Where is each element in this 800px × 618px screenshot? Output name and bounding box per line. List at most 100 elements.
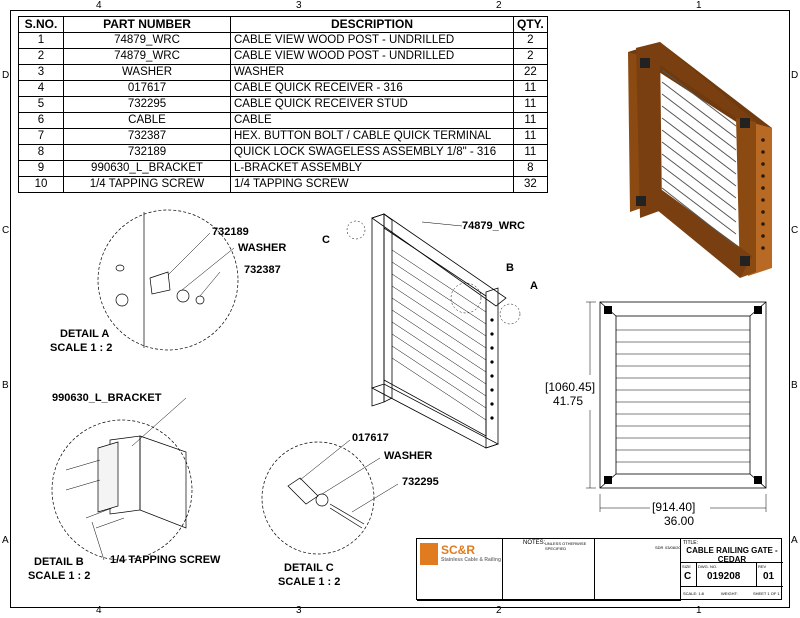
drawing-title: CABLE RAILING GATE - CEDAR: [686, 546, 778, 563]
dwg-no-label: DWG. NO.: [698, 564, 718, 569]
gate-isometric-view: [346, 213, 521, 449]
zone-bottom-1: 1: [696, 605, 702, 616]
detail-a-scale: SCALE 1 : 2: [50, 342, 113, 354]
detail-a-view: [97, 209, 239, 351]
callout-a-marker: A: [530, 280, 538, 292]
callout-732387: 732387: [244, 264, 281, 276]
detail-b-view: [51, 397, 193, 561]
bom-cell-desc: CABLE: [230, 112, 514, 129]
zone-left-d: D: [2, 70, 10, 81]
company-subname: Stainless Cable & Railing: [441, 557, 502, 563]
zone-left-a: A: [2, 535, 9, 546]
notes-label: NOTES:: [523, 540, 546, 546]
bom-cell-part: 1/4 TAPPING SCREW: [63, 176, 231, 193]
title-block-logo-area: SC&R Stainless Cable & Railing: [417, 539, 503, 601]
detail-c-view: [261, 439, 399, 555]
bom-cell-part: WASHER: [63, 64, 231, 81]
bom-cell-part: 017617: [63, 80, 231, 97]
size-value: C: [684, 571, 692, 582]
bom-cell-part: 732189: [63, 144, 231, 161]
zone-top-2: 2: [496, 0, 502, 11]
notes-area: NOTES: UNLESS OTHERWISE SPECIFIED: [503, 539, 595, 601]
zone-top-4: 4: [96, 0, 102, 11]
scale-row: SCALE: 1:8 WEIGHT: SHEET 1 OF 1: [681, 587, 783, 601]
rev-cell: REV 01: [757, 563, 783, 587]
bom-cell-desc: 1/4 TAPPING SCREW: [230, 176, 514, 193]
zone-right-b: B: [791, 380, 798, 391]
dim-height-mm-value: 1060.45: [548, 380, 592, 394]
bom-cell-desc: CABLE VIEW WOOD POST - UNDRILLED: [230, 32, 514, 49]
dim-width-mm-value: 914.40: [655, 500, 693, 514]
callout-washer-c: WASHER: [384, 450, 433, 462]
weight-label: WEIGHT:: [721, 591, 738, 596]
drawn-by: SDR: [655, 545, 664, 550]
zone-left-b: B: [2, 380, 9, 391]
bom-cell-part: 990630_L_BRACKET: [63, 160, 231, 177]
dim-width-in: 36.00: [664, 514, 695, 528]
bom-cell-part: 74879_WRC: [63, 48, 231, 65]
zone-top-1: 1: [696, 0, 702, 11]
zone-bottom-4: 4: [96, 605, 102, 616]
detail-b-scale: SCALE 1 : 2: [28, 570, 91, 582]
detail-b-title: DETAIL B: [34, 556, 84, 568]
bom-header-sno: S.NO.: [18, 16, 64, 33]
zone-right-d: D: [791, 70, 799, 81]
detail-c-scale: SCALE 1 : 2: [278, 576, 341, 588]
bom-header-row: S.NO. PART NUMBER DESCRIPTION QTY.: [18, 16, 548, 33]
callout-tapping-screw: 1/4 TAPPING SCREW: [110, 554, 221, 566]
bom-cell-qty: 32: [513, 176, 548, 193]
drawn-date: 03/08/20: [665, 545, 681, 550]
zone-left-c: C: [2, 225, 10, 236]
wood-gate-isometric: [628, 42, 772, 278]
bom-cell-desc: CABLE QUICK RECEIVER STUD: [230, 96, 514, 113]
detail-a-title: DETAIL A: [60, 328, 110, 340]
title-label: TITLE:: [683, 540, 699, 546]
dwg-no-cell: DWG. NO. 019208: [697, 563, 757, 587]
sheet-border: [10, 10, 790, 608]
callout-017617: 017617: [352, 432, 389, 444]
zone-top-3: 3: [296, 0, 302, 11]
dim-width-mm: [914.40]: [652, 500, 696, 514]
bom-cell-qty: 22: [513, 64, 548, 81]
callout-732295: 732295: [402, 476, 439, 488]
dim-height-mm: [1060.45]: [545, 380, 596, 394]
zone-right-a: A: [791, 535, 798, 546]
callout-74879-wrc: 74879_WRC: [462, 220, 525, 232]
bom-cell-sno: 10: [18, 176, 64, 193]
callout-washer-a: WASHER: [238, 242, 287, 254]
callout-c-marker: C: [322, 234, 330, 246]
dim-height-in: 41.75: [553, 394, 584, 408]
rev-label: REV: [758, 564, 767, 569]
bom-cell-desc: L-BRACKET ASSEMBLY: [230, 160, 514, 177]
bom-cell-desc: QUICK LOCK SWAGELESS ASSEMBLY 1/8" - 316: [230, 144, 514, 161]
size-label: SIZE: [682, 564, 691, 569]
title-area: TITLE: CABLE RAILING GATE - CEDAR: [681, 539, 783, 563]
company-name: SC&R: [441, 543, 476, 557]
notes-sub: UNLESS OTHERWISE SPECIFIED: [545, 541, 587, 551]
approvals-area: SDR 03/08/20: [595, 539, 681, 601]
zone-right-c: C: [791, 225, 799, 236]
zone-bottom-3: 3: [296, 605, 302, 616]
callout-b-marker: B: [506, 262, 514, 274]
gate-front-view: [586, 301, 767, 512]
company-logo-icon: [420, 543, 438, 565]
size-cell: SIZE C: [681, 563, 697, 587]
rev-value: 01: [763, 571, 775, 582]
callout-l-bracket: 990630_L_BRACKET: [52, 392, 162, 404]
bom-cell-desc: CABLE VIEW WOOD POST - UNDRILLED: [230, 48, 514, 65]
callout-732189-a: 732189: [212, 226, 249, 238]
title-block: SC&R Stainless Cable & Railing NOTES: UN…: [416, 538, 783, 601]
detail-c-title: DETAIL C: [284, 562, 334, 574]
dwg-no-value: 019208: [707, 571, 741, 582]
scale-value: SCALE: 1:8: [683, 591, 704, 596]
sheet-value: SHEET 1 OF 1: [753, 591, 780, 596]
